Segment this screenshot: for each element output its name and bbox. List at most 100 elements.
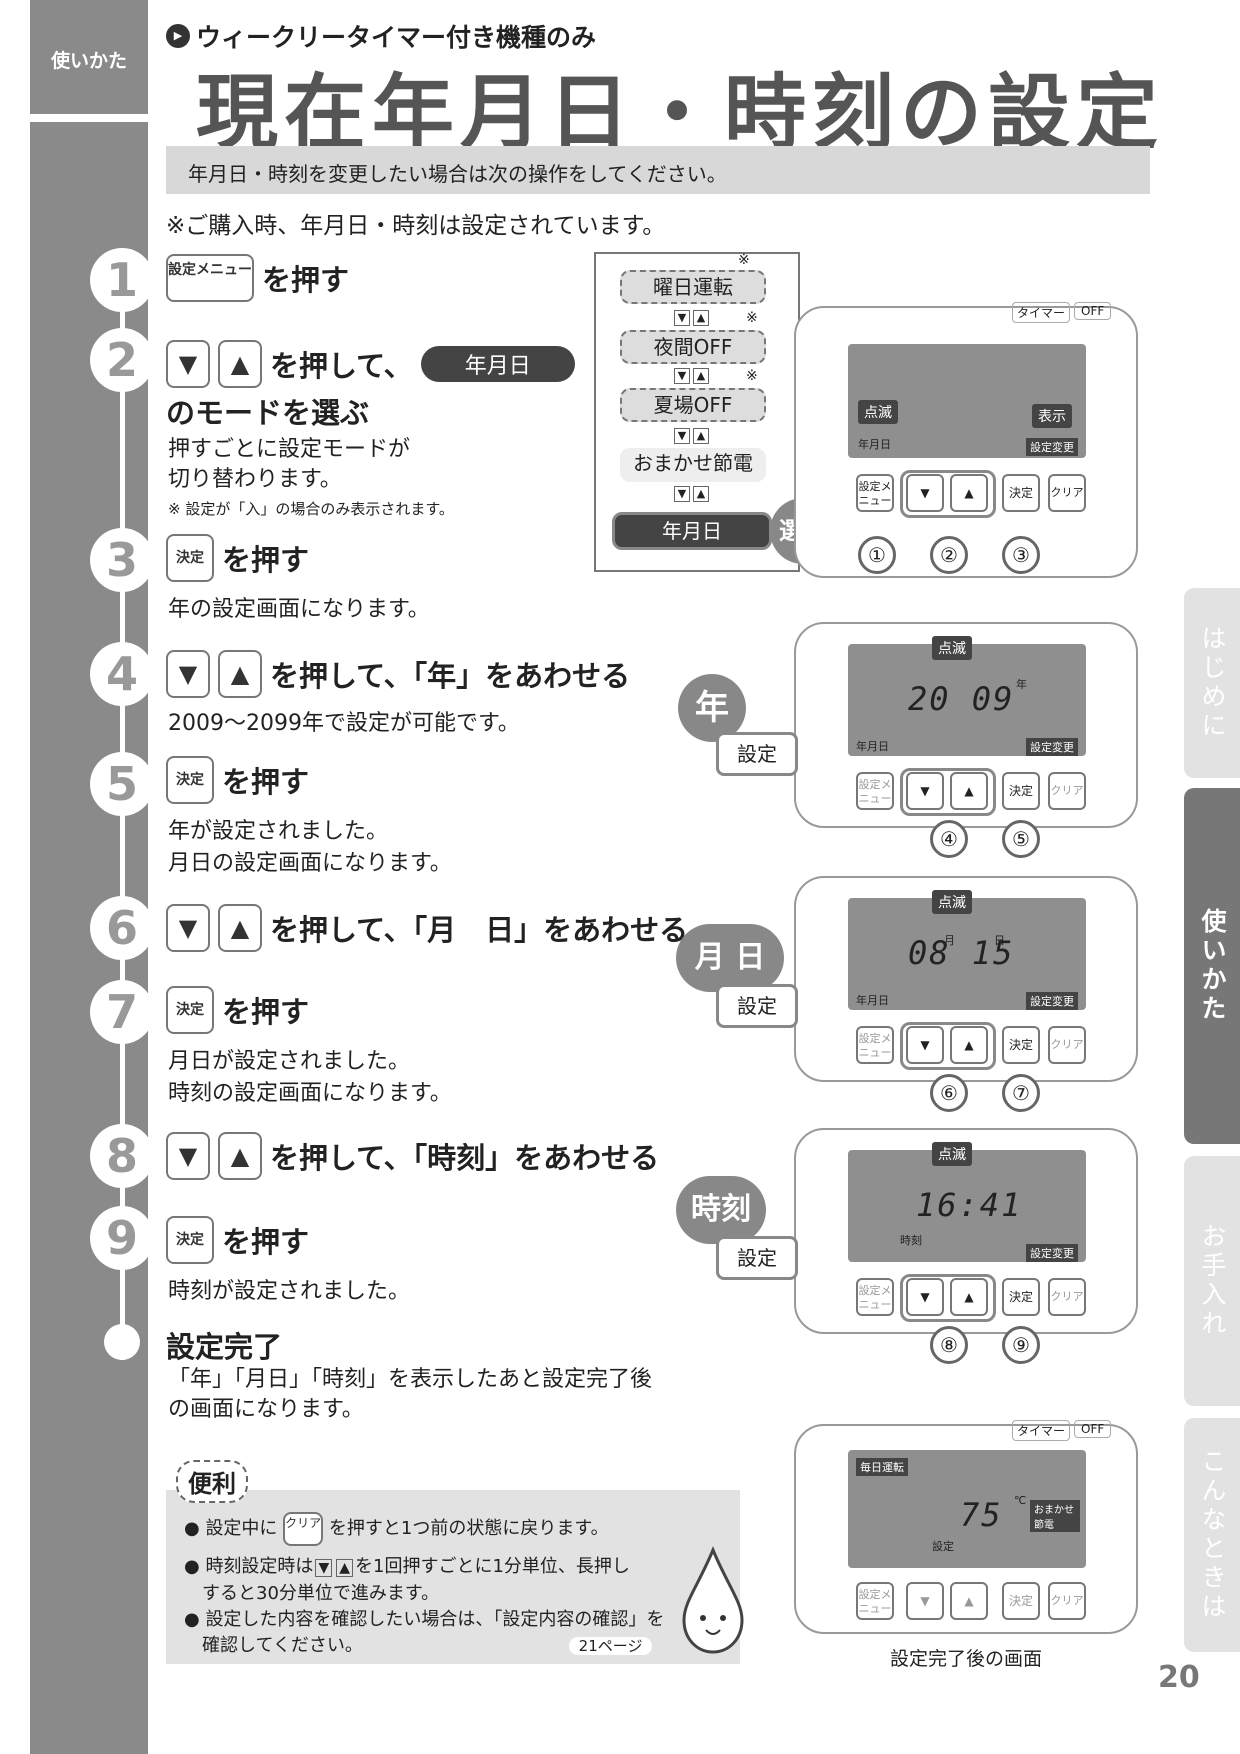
step-2-desc-2: 切り替わります。 <box>168 467 342 492</box>
down-button-icon: ▼ <box>906 1582 944 1620</box>
step-9-number: 9 <box>90 1206 154 1270</box>
up-button-icon: ▲ <box>950 772 988 810</box>
step-4-number: 4 <box>90 642 154 706</box>
step-5-desc: 年が設定されました。 <box>168 819 389 844</box>
lcd-screen: 点滅 08 15 月 日 年月日 設定変更 <box>848 890 1086 1010</box>
tips-box: ● 設定中に クリア を押すと1つ前の状態に戻ります。 ● 時刻設定時は▼▲を1… <box>166 1490 740 1664</box>
mode-arrows: ▼▲ <box>674 368 709 384</box>
up-key-icon: ▲ <box>336 1559 353 1577</box>
section-label: 使いかた <box>30 0 148 114</box>
down-key-icon: ▼ <box>315 1559 333 1577</box>
mode-arrows: ▼▲ <box>674 486 709 502</box>
down-key-icon: ▼ <box>166 904 210 952</box>
remote-panel-time: 点滅 16:41 時刻 設定変更 設定メニュー ▼ ▲ 決定 クリア ⑧ ⑨ <box>794 1128 1138 1364</box>
decide-key: 決定 <box>166 756 214 804</box>
up-button-icon: ▲ <box>950 474 988 512</box>
step-5-desc-2: 月日の設定画面になります。 <box>168 851 452 876</box>
remote-panel-final: タイマー OFF 毎日運転 75 ℃ おまかせ節電 設定 設定メニュー ▼ ▲ … <box>794 1420 1138 1634</box>
callout-year: 年 <box>678 674 746 742</box>
step-5-line: 決定を押す <box>166 756 309 804</box>
decide-button: 決定 <box>1002 474 1040 512</box>
remote-panel-1: タイマー OFF 点滅 表示 年月日 設定変更 設定メニュー ▼ ▲ 決定 クリ… <box>794 302 1138 578</box>
intro-band: 年月日・時刻を変更したい場合は次の操作をしてください。 <box>166 146 1150 194</box>
page-reference-link[interactable]: 21ページ <box>568 1637 653 1655</box>
step-2-note: ※ 設定が「入」の場合のみ表示されます。 <box>168 500 454 518</box>
remote-panel-monthday: 点滅 08 15 月 日 年月日 設定変更 設定メニュー ▼ ▲ 決定 クリア … <box>794 876 1138 1112</box>
mode-item-summer-off: 夏場OFF <box>620 388 766 422</box>
mode-item-omakase: おまかせ節電 <box>620 448 766 482</box>
step-2-number: 2 <box>90 328 154 392</box>
complete-dot <box>104 1324 140 1360</box>
mode-item-ymd-selected: 年月日 <box>612 512 772 550</box>
down-button-icon: ▼ <box>906 772 944 810</box>
up-key-icon: ▲ <box>218 340 262 388</box>
mode-item-weekday: 曜日運転 <box>620 270 766 304</box>
final-caption: 設定完了後の画面 <box>890 1648 1043 1670</box>
mode-pill: 年月日 <box>420 346 575 382</box>
step-6-line: ▼▲を押して、「月 日」をあわせる <box>166 904 688 952</box>
step-7-number: 7 <box>90 980 154 1044</box>
page-title: 現在年月日・時刻の設定 <box>196 66 1165 161</box>
step-6-number: 6 <box>90 896 154 960</box>
mode-list-box: ※ 曜日運転 ▼▲ ※ 夜間OFF ▼▲ ※ 夏場OFF ▼▲ おまかせ節電 ▼… <box>594 252 800 572</box>
step-8-number: 8 <box>90 1124 154 1188</box>
step-4-line: ▼▲を押して、「年」をあわせる <box>166 650 630 698</box>
step-1-line: 設定メニューを押す <box>166 254 349 302</box>
up-button-icon: ▲ <box>950 1278 988 1316</box>
settings-menu-button: 設定メニュー <box>856 474 894 512</box>
lcd-screen: 点滅 16:41 時刻 設定変更 <box>848 1142 1086 1262</box>
timeline-line <box>120 300 125 1360</box>
mode-item-night-off: 夜間OFF <box>620 330 766 364</box>
subtitle: ▶ウィークリータイマー付き機種のみ <box>166 18 596 54</box>
clear-key: クリア <box>283 1512 324 1546</box>
up-button-icon: ▲ <box>950 1026 988 1064</box>
complete-desc: 「年」「月日」「時刻」を表示したあと設定完了後 <box>168 1367 653 1392</box>
up-key-icon: ▲ <box>218 1132 262 1180</box>
pre-note: ※ご購入時、年月日・時刻は設定されています。 <box>166 213 666 239</box>
down-key-icon: ▼ <box>166 1132 210 1180</box>
tab-oteire[interactable]: お手入れ <box>1184 1156 1240 1406</box>
step-5-number: 5 <box>90 752 154 816</box>
highlight-frame <box>900 470 996 518</box>
callout-time: 時刻 <box>676 1176 766 1244</box>
tips-title: 便利 <box>176 1460 248 1503</box>
up-button-icon: ▲ <box>950 1582 988 1620</box>
tab-tsukaikata[interactable]: 使いかた <box>1184 788 1240 1144</box>
step-9-desc: 時刻が設定されました。 <box>168 1279 411 1304</box>
step-3-desc: 年の設定画面になります。 <box>168 597 430 622</box>
callout-monthday: 月 日 <box>676 924 784 992</box>
down-button-icon: ▼ <box>906 474 944 512</box>
tab-konnatokiwa[interactable]: こんなときは <box>1184 1418 1240 1652</box>
down-button-icon: ▼ <box>906 1026 944 1064</box>
complete-title: 設定完了 <box>166 1330 283 1364</box>
step-7-desc: 月日が設定されました。 <box>168 1049 411 1074</box>
up-key-icon: ▲ <box>218 650 262 698</box>
step-9-line: 決定を押す <box>166 1216 309 1264</box>
mode-note-mark: ※ <box>738 252 750 268</box>
remote-panel-year: 点滅 20 09 年 年月日 設定変更 設定メニュー ▼ ▲ 決定 クリア ④ … <box>794 622 1138 858</box>
step-2-line: ▼▲を押して、年月日 <box>166 340 575 388</box>
up-key-icon: ▲ <box>218 904 262 952</box>
decide-key: 決定 <box>166 1216 214 1264</box>
page-number: 20 <box>1158 1660 1200 1695</box>
step-2-desc: 押すごとに設定モードが <box>168 437 411 462</box>
complete-desc-2: の画面になります。 <box>168 1397 364 1422</box>
step-8-line: ▼▲を押して、「時刻」をあわせる <box>166 1132 659 1180</box>
lcd-screen: 点滅 20 09 年 年月日 設定変更 <box>848 636 1086 756</box>
play-icon: ▶ <box>166 24 190 48</box>
down-key-icon: ▼ <box>166 650 210 698</box>
decide-key: 決定 <box>166 534 214 582</box>
step-2-line-2: のモードを選ぶ <box>166 396 370 430</box>
tab-hajimeni[interactable]: はじめに <box>1184 588 1240 778</box>
step-7-desc-2: 時刻の設定画面になります。 <box>168 1081 452 1106</box>
clear-button: クリア <box>1048 474 1086 512</box>
mode-arrows: ▼▲ <box>674 310 709 326</box>
step-3-number: 3 <box>90 528 154 592</box>
mode-arrows: ▼▲ <box>674 428 709 444</box>
decide-key: 決定 <box>166 986 214 1034</box>
mascot-drop-icon <box>678 1546 748 1656</box>
settings-menu-key: 設定メニュー <box>166 254 254 302</box>
step-3-line: 決定を押す <box>166 534 309 582</box>
step-4-desc: 2009〜2099年で設定が可能です。 <box>168 711 520 736</box>
lcd-screen: 毎日運転 75 ℃ おまかせ節電 設定 <box>848 1450 1086 1568</box>
